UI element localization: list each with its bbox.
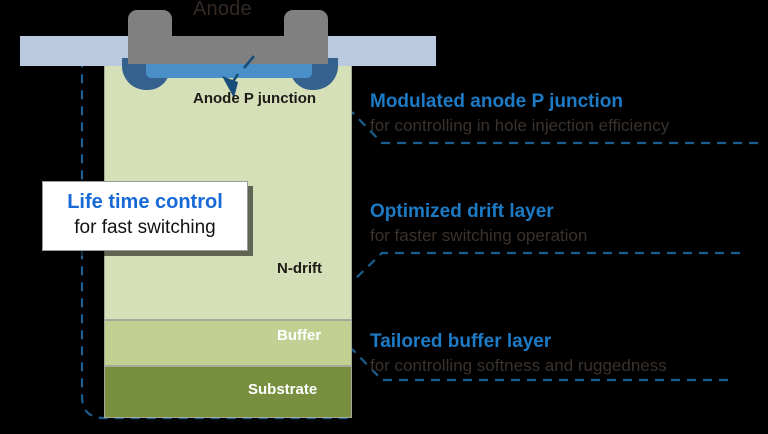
anode-metal-tab-right <box>284 10 328 38</box>
layer-substrate <box>104 366 352 418</box>
anode-structure <box>20 0 436 90</box>
annotation-subtitle: for faster switching operation <box>370 226 588 245</box>
anode-metal-tab-left <box>128 10 172 38</box>
oxide-layer-left <box>20 36 132 66</box>
annotation-optimized-drift-layer: Optimized drift layer for faster switchi… <box>370 200 587 247</box>
annotation-title: Optimized drift layer <box>370 201 554 222</box>
lifetime-control-callout: Life time control for fast switching <box>42 181 248 251</box>
label-n-drift: N-drift <box>277 260 322 277</box>
label-substrate: Substrate <box>248 381 318 398</box>
anode-title: Anode <box>193 0 252 20</box>
layer-buffer <box>104 320 352 366</box>
annotation-modulated-anode-p-junction: Modulated anode P junction for controlli… <box>370 90 669 137</box>
annotation-title: Tailored buffer layer <box>370 331 552 352</box>
p-emitter-region <box>146 60 312 78</box>
p-junction-arrow <box>222 55 255 98</box>
annotation-subtitle: for controlling softness and ruggedness <box>370 356 667 375</box>
callout-subtitle: for fast switching <box>74 217 216 238</box>
annotation-title: Modulated anode P junction <box>370 91 623 112</box>
label-anode-p-junction: Anode P junction <box>193 90 317 107</box>
annotation-subtitle: for controlling in hole injection effici… <box>370 116 670 135</box>
oxide-layer-right <box>324 36 436 66</box>
connector-annotation-1 <box>351 251 740 283</box>
label-buffer: Buffer <box>277 327 322 344</box>
annotation-tailored-buffer-layer: Tailored buffer layer for controlling so… <box>370 330 667 377</box>
anode-metal-contact <box>128 36 328 64</box>
callout-title: Life time control <box>67 191 223 213</box>
device-cross-section <box>104 38 352 418</box>
